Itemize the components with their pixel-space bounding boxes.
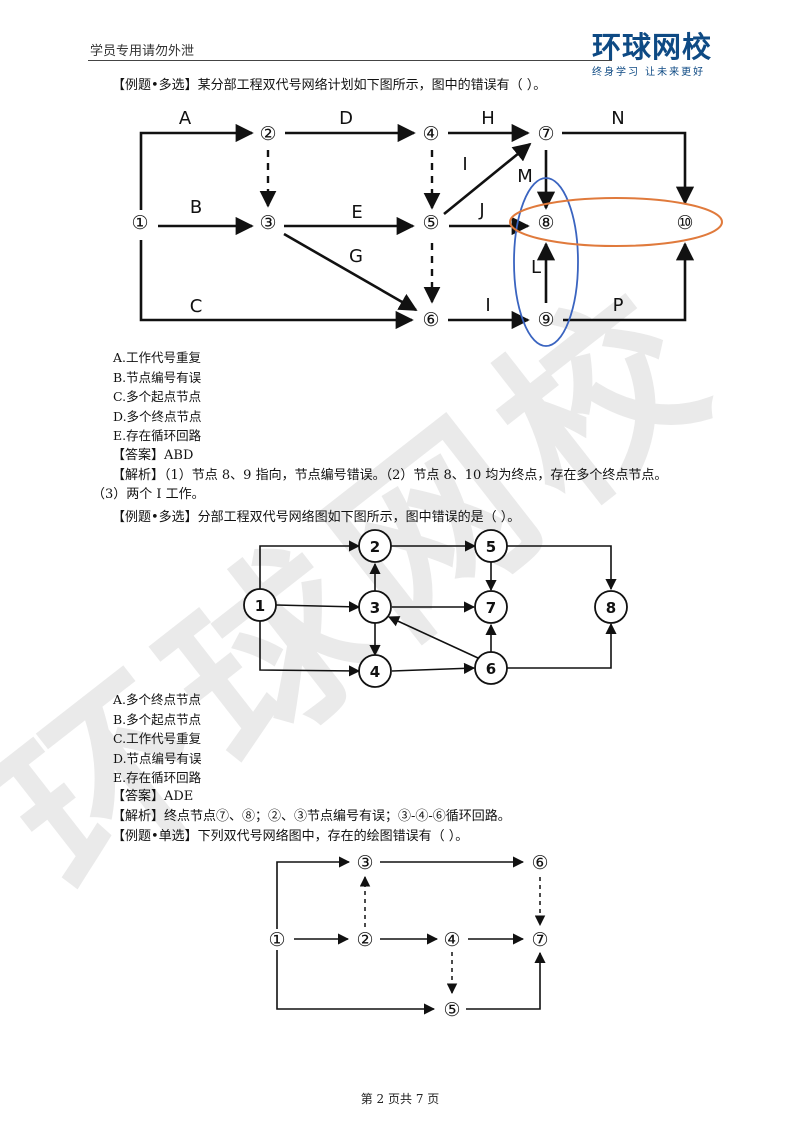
logo: 环球网校 终身学习 让未来更好 — [592, 30, 712, 78]
label-c: C — [190, 296, 203, 317]
q1-network-diagram: ① ② ③ ④ ⑤ ⑥ ⑦ ⑧ ⑨ ⑩ A D H N B E G I M J … — [131, 108, 723, 347]
q2-node-8: 8 — [606, 599, 616, 617]
q2-option-e: E.存在循环回路 — [113, 770, 202, 785]
page-number: 第 2 页共 7 页 — [360, 1092, 440, 1106]
q3-node-6: ⑥ — [531, 852, 548, 874]
q2-node-3-circle — [358, 590, 392, 624]
q3-stem: 【例题•单选】下列双代号网络图中，存在的绘图错误有（ ）。 — [112, 829, 469, 844]
label-e: E — [351, 202, 362, 223]
q3-network-diagram: ① ② ③ ④ ⑤ ⑥ ⑦ — [268, 852, 548, 1021]
q1-options: A.工作代号重复 B.节点编号有误 C.多个起点节点 D.多个终点节点 E.存在… — [113, 348, 202, 446]
label-b: B — [190, 197, 202, 218]
q2-node-7-circle — [474, 590, 508, 624]
q2-arrow-6-3 — [387, 616, 479, 659]
label-j: J — [478, 200, 484, 221]
q3-node-7: ⑦ — [531, 929, 548, 951]
q2-arrow-1-2 — [259, 540, 361, 589]
q1-node-4: ④ — [422, 123, 439, 145]
label-i-1: I — [462, 154, 467, 175]
q2-node-6-circle — [474, 651, 508, 685]
highlight-ellipse-blue — [513, 177, 579, 347]
label-a: A — [179, 108, 192, 129]
q2-analysis: 【解析】终点节点⑦、⑧；②、③节点编号有误；③-④-⑥循环回路。 — [112, 809, 511, 824]
q1-node-5: ⑤ — [422, 212, 439, 234]
q2-option-d: D.节点编号有误 — [113, 750, 202, 766]
label-g: G — [349, 246, 363, 267]
q2-node-5: 5 — [486, 538, 496, 556]
q1-analysis-line2: （3）两个 I 工作。 — [92, 487, 205, 502]
q2-arrow-1-4 — [259, 621, 361, 677]
q1-option-c: C.多个起点节点 — [113, 389, 202, 404]
q2-answer: 【答案】ADE — [112, 789, 194, 804]
q3-node-1: ① — [268, 929, 285, 951]
label-d: D — [339, 108, 353, 129]
q1-option-b: B.节点编号有误 — [113, 369, 202, 385]
q3-node-3: ③ — [356, 852, 373, 874]
q1-node-2: ② — [259, 123, 276, 145]
q2-node-4: 4 — [370, 663, 380, 681]
q1-analysis-line1: 【解析】（1）节点 8、9 指向，节点编号错误。（2）节点 8、10 均为终点，… — [112, 468, 668, 483]
q2-stem: 【例题•多选】分部工程双代号网络图如下图所示，图中错误的是（ ）。 — [112, 510, 521, 525]
q2-options: A.多个终点节点 B.多个起点节点 C.工作代号重复 D.节点编号有误 E.存在… — [113, 690, 202, 788]
label-p: P — [613, 295, 624, 316]
q2-node-1: 1 — [255, 597, 265, 615]
header-confidential-note: 学员专用请勿外泄 — [90, 44, 195, 59]
q2-node-7: 7 — [486, 599, 496, 617]
q3-arrow-1-3 — [276, 856, 351, 929]
q2-node-4-circle — [358, 654, 392, 688]
q1-node-9: ⑨ — [537, 309, 554, 331]
q1-node-3: ③ — [259, 212, 276, 234]
q1-option-e: E.存在循环回路 — [113, 428, 202, 443]
q2-node-6: 6 — [486, 660, 496, 678]
q1-node-1: ① — [131, 212, 148, 234]
q3-node-4: ④ — [443, 929, 460, 951]
logo-slogan: 终身学习 让未来更好 — [592, 67, 706, 78]
label-n: N — [611, 108, 624, 129]
highlight-ellipse-orange — [509, 197, 723, 247]
label-i-2: I — [485, 295, 490, 316]
q3-node-2: ② — [356, 929, 373, 951]
q2-network-diagram: 1 2 3 4 5 6 7 8 — [243, 529, 628, 688]
q2-node-2: 2 — [370, 538, 380, 556]
q3-arrow-1-5 — [276, 950, 436, 1015]
q1-node-7: ⑦ — [537, 123, 554, 145]
q1-node-8: ⑧ — [537, 212, 554, 234]
q1-option-d: D.多个终点节点 — [113, 408, 202, 424]
arrow-a — [139, 123, 254, 210]
header-rule — [88, 60, 612, 61]
arrow-n — [562, 131, 695, 205]
q2-node-1-circle — [243, 588, 277, 622]
q1-node-6: ⑥ — [422, 309, 439, 331]
arrow-c — [139, 240, 414, 330]
q2-arrow-1-3 — [275, 601, 361, 613]
label-m: M — [517, 166, 533, 187]
q2-arrow-4-6 — [391, 662, 476, 674]
q2-node-3: 3 — [370, 599, 380, 617]
arrow-p — [563, 242, 695, 322]
label-l: L — [531, 257, 541, 278]
q2-option-c: C.工作代号重复 — [113, 731, 202, 746]
logo-text: 环球网校 — [592, 30, 713, 64]
q1-node-10: ⑩ — [676, 212, 693, 234]
q2-node-5-circle — [474, 529, 508, 563]
q3-arrow-5-7 — [466, 951, 546, 1010]
q2-node-2-circle — [358, 529, 392, 563]
q2-arrow-5-8 — [507, 545, 617, 591]
arrow-g — [283, 232, 418, 312]
q3-node-5: ⑤ — [443, 999, 460, 1021]
label-h: H — [481, 108, 495, 129]
arrow-i-1 — [443, 142, 532, 216]
q1-option-a: A.工作代号重复 — [113, 350, 202, 365]
q2-arrow-6-8 — [507, 622, 617, 669]
q2-option-a: A.多个终点节点 — [113, 692, 202, 707]
q1-stem: 【例题•多选】某分部工程双代号网络计划如下图所示，图中的错误有（ ）。 — [112, 78, 547, 93]
q2-node-8-circle — [594, 590, 628, 624]
q2-option-b: B.多个起点节点 — [113, 711, 202, 727]
q1-answer: 【答案】ABD — [112, 448, 194, 463]
